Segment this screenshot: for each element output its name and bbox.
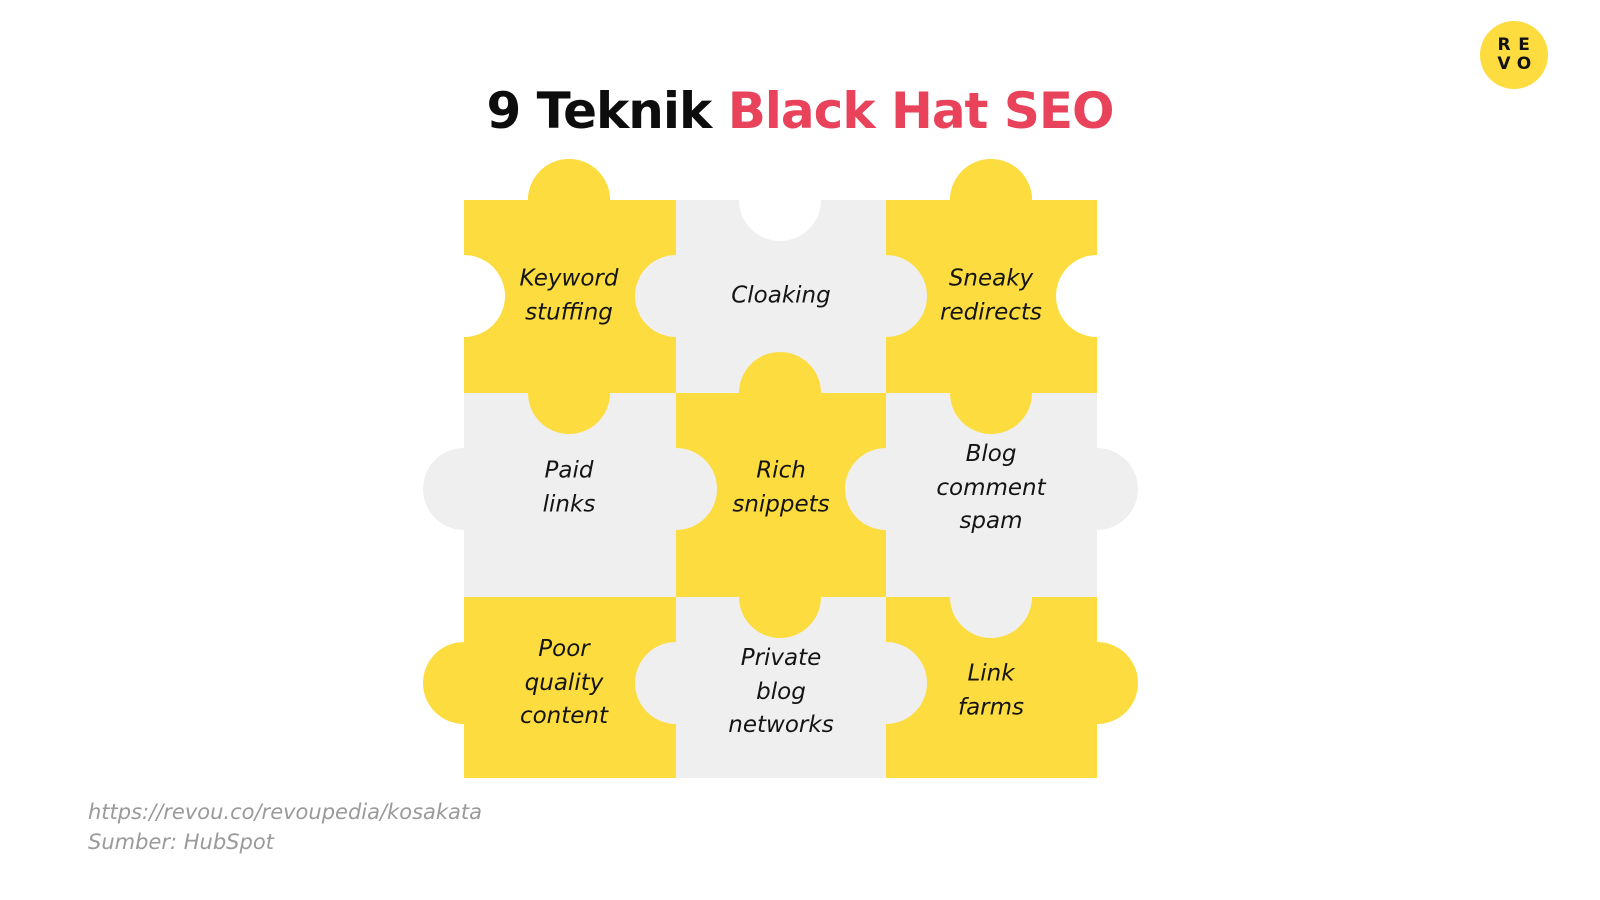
label-cloaking: Cloaking bbox=[731, 282, 831, 309]
label-link-farms: Link farms bbox=[957, 660, 1025, 721]
logo-letter-r: R bbox=[1497, 35, 1511, 55]
title-prefix: 9 Teknik bbox=[486, 82, 728, 140]
tab-blog-left bbox=[845, 448, 927, 530]
tab-sneaky-bottom bbox=[950, 352, 1032, 434]
puzzle-tabs bbox=[423, 159, 1138, 724]
tab-keyword-bottom bbox=[528, 352, 610, 434]
revo-logo: R E V O bbox=[1480, 21, 1548, 89]
logo-letter-e: E bbox=[1518, 35, 1530, 55]
logo-letter-v: V bbox=[1497, 54, 1511, 74]
tab-cloaking-left bbox=[635, 255, 717, 337]
label-private-blog-networks: Private blog networks bbox=[728, 644, 834, 738]
hole-sneaky-right bbox=[1056, 255, 1138, 337]
label-keyword-stuffing: Keyword stuffing bbox=[519, 265, 619, 326]
title-accent: Black Hat SEO bbox=[727, 82, 1115, 140]
label-sneaky-redirects: Sneaky redirects bbox=[940, 265, 1042, 326]
source-credit: Sumber: HubSpot bbox=[88, 830, 274, 854]
tab-private-left bbox=[635, 642, 717, 724]
tab-rich-top bbox=[739, 352, 821, 434]
label-paid-links: Paid links bbox=[542, 457, 596, 518]
tab-paid-left bbox=[423, 448, 505, 530]
source-url: https://revou.co/revoupedia/kosakata bbox=[88, 800, 483, 824]
footer: https://revou.co/revoupedia/kosakata Sum… bbox=[88, 797, 482, 857]
tab-cloaking-right bbox=[845, 255, 927, 337]
label-rich-snippets: Rich snippets bbox=[732, 457, 830, 518]
tab-private-right bbox=[845, 642, 927, 724]
tab-blog-bottom bbox=[950, 556, 1032, 638]
label-poor-quality-content: Poor quality content bbox=[519, 635, 609, 729]
page-title: 9 Teknik Black Hat SEO bbox=[0, 82, 1600, 140]
tab-paid-right bbox=[635, 448, 717, 530]
tab-blog-right bbox=[1056, 448, 1138, 530]
tab-rich-bottom bbox=[739, 556, 821, 638]
label-blog-comment-spam: Blog comment spam bbox=[936, 440, 1046, 534]
hole-keyword-left bbox=[423, 255, 505, 337]
tab-poor-left bbox=[423, 642, 505, 724]
tab-link-right bbox=[1056, 642, 1138, 724]
logo-letter-o: O bbox=[1516, 54, 1532, 74]
